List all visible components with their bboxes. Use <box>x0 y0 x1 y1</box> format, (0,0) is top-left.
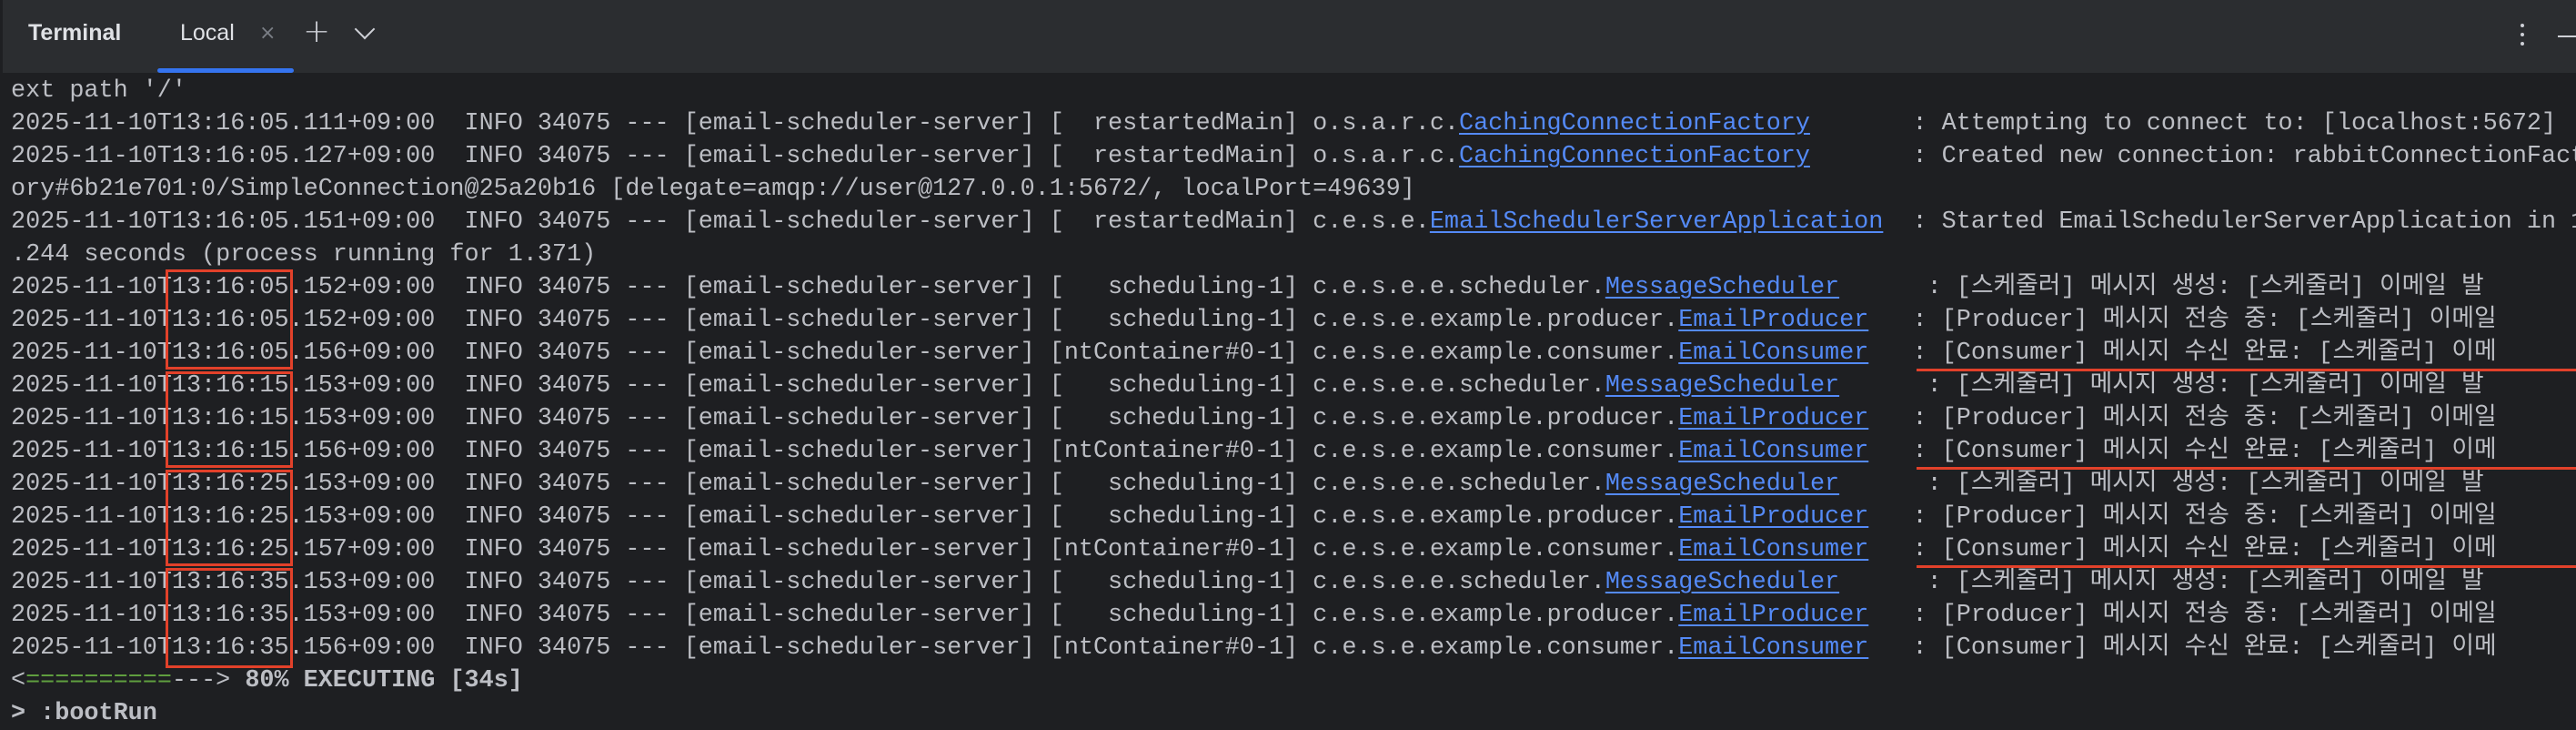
plus-icon[interactable]: + <box>303 13 331 50</box>
log-text: 2025-11-10T13:16:05.111+09:00 INFO 34075… <box>11 110 1459 137</box>
log-line: 2025-11-10T13:16:05.152+09:00 INFO 34075… <box>11 304 2576 337</box>
close-icon[interactable]: × <box>259 22 277 45</box>
logger-class-link[interactable]: EmailConsumer <box>1678 340 1869 367</box>
log-line: 2025-11-10T13:16:05.127+09:00 INFO 34075… <box>11 140 2576 173</box>
logger-class-link[interactable]: EmailProducer <box>1678 405 1869 432</box>
highlight-box <box>166 470 293 566</box>
tab-local[interactable]: Local × <box>157 0 294 73</box>
log-text: 2025-11-10T13:16:35.153+09:00 INFO 34075… <box>11 569 1605 596</box>
logger-class-link[interactable]: MessageScheduler <box>1605 569 1840 596</box>
log-line: ory#6b21e701:0/SimpleConnection@25a20b16… <box>11 173 2576 206</box>
minimize-icon[interactable] <box>2558 35 2576 37</box>
highlight-underline <box>1917 565 2576 568</box>
logger-class-link[interactable]: EmailProducer <box>1678 602 1869 629</box>
log-text: 2025-11-10T13:16:05.152+09:00 INFO 34075… <box>11 274 1605 301</box>
log-text: 2025-11-10T13:16:35.153+09:00 INFO 34075… <box>11 602 1679 629</box>
highlight-underline <box>1917 369 2576 371</box>
progress-bar-remaining: ---> <box>171 667 231 695</box>
log-line: 2025-11-10T13:16:15.153+09:00 INFO 34075… <box>11 370 2576 402</box>
log-line: 2025-11-10T13:16:25.153+09:00 INFO 34075… <box>11 468 2576 501</box>
log-message: : [Consumer] 메시지 수신 완료: [스케줄러] 이메 <box>1868 634 2497 662</box>
log-message: : [Producer] 메시지 전송 중: [스케줄러] 이메일 <box>1868 307 2497 334</box>
log-line: 2025-11-10T13:16:35.153+09:00 INFO 34075… <box>11 566 2576 599</box>
logger-class-link[interactable]: MessageScheduler <box>1605 372 1840 400</box>
log-text: 2025-11-10T13:16:15.153+09:00 INFO 34075… <box>11 372 1605 400</box>
log-line: 2025-11-10T13:16:25.157+09:00 INFO 34075… <box>11 533 2576 566</box>
progress-bar-done: ========== <box>25 667 172 695</box>
progress-open: < <box>11 667 26 695</box>
logger-class-link[interactable]: EmailProducer <box>1678 503 1869 531</box>
gradle-progress: <==========---> 80% EXECUTING [34s] <box>11 664 2576 697</box>
log-text: 2025-11-10T13:16:05.151+09:00 INFO 34075… <box>11 208 1430 236</box>
log-text: 2025-11-10T13:16:25.157+09:00 INFO 34075… <box>11 536 1679 563</box>
log-message: : [스케줄러] 메시지 생성: [스케줄러] 이메일 발 <box>1839 471 2484 498</box>
logger-class-link[interactable]: MessageScheduler <box>1605 471 1840 498</box>
log-message: : Attempting to connect to: [localhost:5… <box>1809 110 2557 137</box>
active-tab-indicator <box>157 68 294 73</box>
log-line: 2025-11-10T13:16:05.156+09:00 INFO 34075… <box>11 337 2576 370</box>
log-line: 2025-11-10T13:16:05.151+09:00 INFO 34075… <box>11 206 2576 238</box>
current-task: > :bootRun <box>11 700 157 727</box>
log-text: 2025-11-10T13:16:25.153+09:00 INFO 34075… <box>11 471 1605 498</box>
log-message: : [Producer] 메시지 전송 중: [스케줄러] 이메일 <box>1868 602 2497 629</box>
log-line: 2025-11-10T13:16:25.153+09:00 INFO 34075… <box>11 501 2576 533</box>
log-text: .244 seconds (process running for 1.371) <box>11 241 597 269</box>
log-message: : Started EmailSchedulerServerApplicatio… <box>1883 208 2576 236</box>
log-text: 2025-11-10T13:16:25.153+09:00 INFO 34075… <box>11 503 1679 531</box>
logger-class-link[interactable]: MessageScheduler <box>1605 274 1840 301</box>
logger-class-link[interactable]: EmailSchedulerServerApplication <box>1429 208 1884 236</box>
log-text: 2025-11-10T13:16:15.153+09:00 INFO 34075… <box>11 405 1679 432</box>
log-text: 2025-11-10T13:16:05.156+09:00 INFO 34075… <box>11 340 1679 367</box>
log-line: 2025-11-10T13:16:15.153+09:00 INFO 34075… <box>11 402 2576 435</box>
highlight-box <box>166 371 293 468</box>
log-line: 2025-11-10T13:16:35.156+09:00 INFO 34075… <box>11 632 2576 664</box>
log-message: : [Producer] 메시지 전송 중: [스케줄러] 이메일 <box>1868 405 2497 432</box>
log-line: 2025-11-10T13:16:05.152+09:00 INFO 34075… <box>11 271 2576 304</box>
log-message: : Created new connection: rabbitConnecti… <box>1809 143 2576 170</box>
logger-class-link[interactable]: CachingConnectionFactory <box>1459 143 1810 170</box>
log-message: : [Consumer] 메시지 수신 완료: [스케줄러] 이메 <box>1868 536 2497 563</box>
tool-window-title: Terminal <box>28 20 122 46</box>
highlight-box <box>166 568 293 668</box>
more-options-icon[interactable] <box>2519 24 2526 53</box>
log-text: 2025-11-10T13:16:05.152+09:00 INFO 34075… <box>11 307 1679 334</box>
log-text: ory#6b21e701:0/SimpleConnection@25a20b16… <box>11 176 1415 203</box>
tab-label: Local <box>180 20 235 46</box>
tool-window-header: Terminal Local × + <box>0 0 2576 73</box>
log-line: 2025-11-10T13:16:05.111+09:00 INFO 34075… <box>11 107 2576 140</box>
log-line: 2025-11-10T13:16:15.156+09:00 INFO 34075… <box>11 435 2576 468</box>
logger-class-link[interactable]: EmailConsumer <box>1678 536 1869 563</box>
highlight-underline <box>1917 467 2576 470</box>
chevron-down-icon[interactable] <box>354 18 376 40</box>
progress-status: 80% EXECUTING [34s] <box>230 667 523 695</box>
log-text: ext path '/' <box>11 77 186 105</box>
log-line: .244 seconds (process running for 1.371) <box>11 238 2576 271</box>
terminal-output[interactable]: ext path '/' 2025-11-10T13:16:05.111+09:0… <box>11 75 2576 730</box>
logger-class-link[interactable]: CachingConnectionFactory <box>1459 110 1810 137</box>
log-message: : [스케줄러] 메시지 생성: [스케줄러] 이메일 발 <box>1839 274 2484 301</box>
log-text: 2025-11-10T13:16:15.156+09:00 INFO 34075… <box>11 438 1679 465</box>
log-message: : [Producer] 메시지 전송 중: [스케줄러] 이메일 <box>1868 503 2497 531</box>
logger-class-link[interactable]: EmailConsumer <box>1678 438 1869 465</box>
logger-class-link[interactable]: EmailProducer <box>1678 307 1869 334</box>
log-message: : [Consumer] 메시지 수신 완료: [스케줄러] 이메 <box>1868 340 2497 367</box>
log-line: ext path '/' <box>11 75 2576 107</box>
log-line: 2025-11-10T13:16:35.153+09:00 INFO 34075… <box>11 599 2576 632</box>
log-text: 2025-11-10T13:16:35.156+09:00 INFO 34075… <box>11 634 1679 662</box>
highlight-box <box>166 269 293 370</box>
log-message: : [스케줄러] 메시지 생성: [스케줄러] 이메일 발 <box>1839 372 2484 400</box>
log-message: : [스케줄러] 메시지 생성: [스케줄러] 이메일 발 <box>1839 569 2484 596</box>
log-message: : [Consumer] 메시지 수신 완료: [스케줄러] 이메 <box>1868 438 2497 465</box>
logger-class-link[interactable]: EmailConsumer <box>1678 634 1869 662</box>
log-text: 2025-11-10T13:16:05.127+09:00 INFO 34075… <box>11 143 1459 170</box>
